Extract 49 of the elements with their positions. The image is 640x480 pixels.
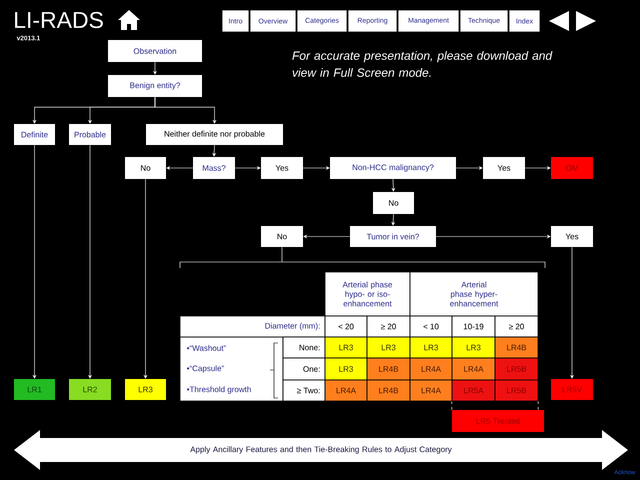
table-cell: LR4A [324,380,368,402]
list-item: •Threshold growth [187,386,251,394]
table-cell: ≥ 20 [494,316,538,338]
answer-box: Definite [14,124,55,145]
row-label: ≥ Two: [282,380,326,402]
table-cell: LR4A [410,380,452,402]
answer-box: Yes [483,157,525,179]
answer-box: Probable [69,124,111,145]
row-label: None: [282,336,326,358]
table-cell: LR5A [452,380,496,402]
answer-box: No [373,192,414,214]
table-cell: LR5B [494,358,538,380]
category-box: LR1 [14,379,55,400]
answer-box: Yes [551,226,593,247]
table-cell: < 20 [324,316,368,338]
answer-box: No [125,157,166,179]
category-box: LR2 [69,379,111,400]
title: LI-RADS [15,12,103,28]
decision-box: Non-HCC malignancy? [330,157,456,179]
decision-box: Benign entity? [108,75,202,97]
row-label: One: [282,358,326,380]
list-item: •“Washout” [187,345,226,351]
note: For accurate presentation, please download and view in Full Screen mode. [292,51,552,77]
table-cell: LR3 [366,336,410,358]
category-box: OM [551,157,593,179]
table-cell: LR3 [324,336,368,358]
table-cell: LR4B [366,358,410,380]
table [180,262,546,402]
answer-box: Neither definite nor probable [146,124,283,145]
table-cell: ≥ 20 [366,316,410,338]
category-box: LR5V [551,379,593,400]
decision-box: Tumor in vein? [350,226,436,247]
list-item: •“Capsule” [187,365,224,373]
answer-box: No [261,226,303,247]
table-cell: LR3 [324,358,368,380]
answer-box: Yes [261,157,303,179]
table-cell: LR3 [452,336,496,358]
table-cell: LR3 [410,336,452,358]
table-cell: LR5B [494,380,538,402]
category-box: LR3 [125,379,166,400]
table-cell: LR4A [452,358,496,380]
table-cell: LR4B [494,336,538,358]
table-cell: < 10 [410,316,452,338]
table-cell: LR4B [366,380,410,402]
category-box: LR5 Treated [452,410,544,432]
table-cell: 10-19 [452,316,496,338]
decision-box: Observation [108,40,202,62]
decision-box: Mass? [193,157,235,179]
table-cell: LR4A [410,358,452,380]
